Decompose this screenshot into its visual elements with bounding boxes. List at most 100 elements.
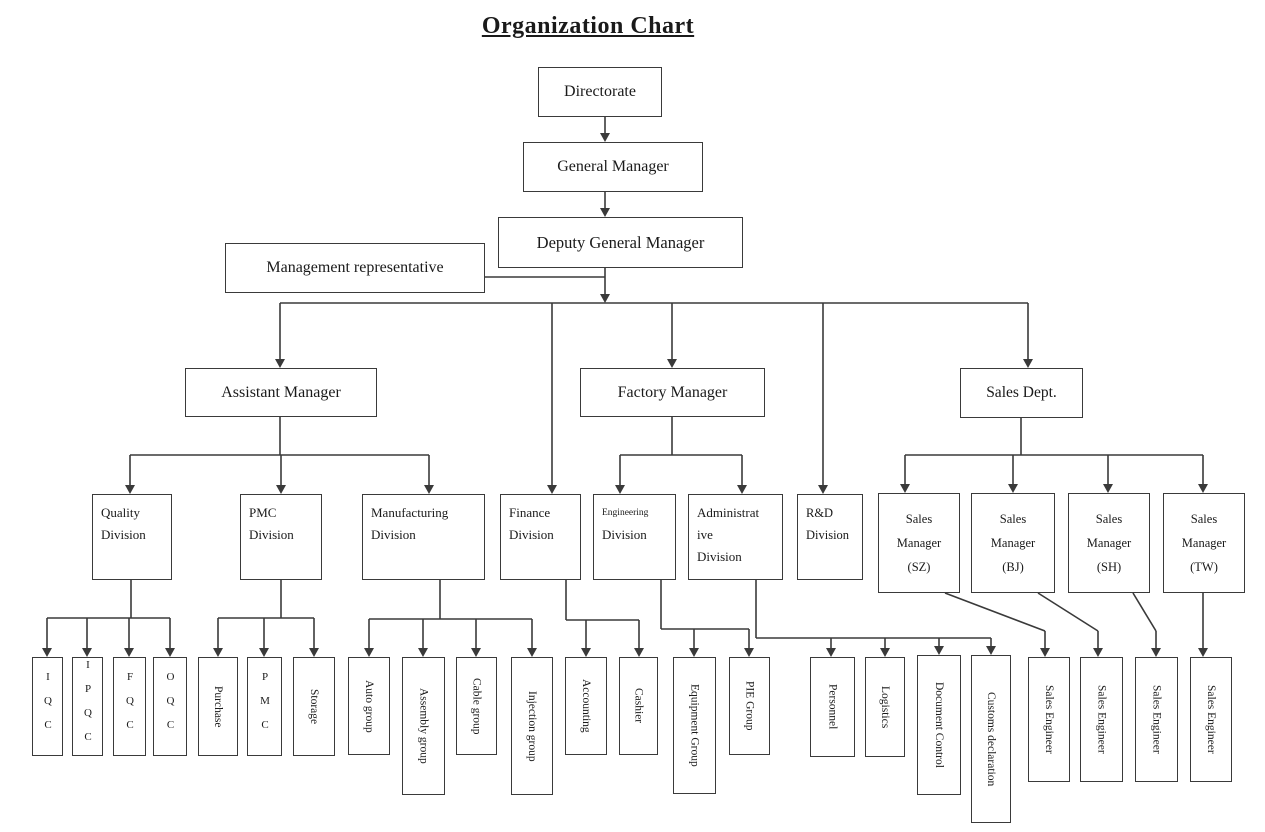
node-label: IPQC (82, 658, 94, 755)
node-cable-group: Cable group (456, 657, 497, 755)
node-sales-engineer-sz: Sales Engineer (1028, 657, 1070, 782)
node-label-line: (TW) (1190, 560, 1218, 574)
node-label-line: Division (697, 549, 742, 564)
arrowhead-icon (880, 648, 890, 657)
arrowhead-icon (527, 648, 537, 657)
node-rd-division: R&D Division (797, 494, 863, 580)
node-label-line: Sales (1095, 512, 1123, 526)
node-assistant-manager: Assistant Manager (185, 368, 377, 417)
node-label: Auto group (363, 679, 375, 733)
node-directorate: Directorate (538, 67, 662, 117)
node-customs-declaration: Customs declaration (971, 655, 1011, 823)
node-label: Equipment Group (688, 684, 701, 767)
node-label-line: Division (806, 528, 850, 542)
node-label-line: Sales (905, 512, 933, 526)
arrowhead-icon (667, 359, 677, 368)
node-ipqc: IPQC (72, 657, 103, 756)
node-label-line: Administrat (697, 505, 760, 520)
arrowhead-icon (276, 485, 286, 494)
arrowhead-icon (1008, 484, 1018, 493)
arrowhead-icon (125, 485, 135, 494)
node-label: IQC (42, 670, 54, 743)
node-label-line: R&D (806, 506, 834, 520)
node-label: PMC (259, 670, 271, 743)
node-label: FQC (124, 670, 136, 743)
arrowhead-icon (309, 648, 319, 657)
node-equipment-group: Equipment Group (673, 657, 716, 794)
node-label: Sales Engineer (1205, 685, 1217, 754)
node-factory-manager: Factory Manager (580, 368, 765, 417)
node-document-control: Document Control (917, 655, 961, 795)
node-label-line: Quality (101, 505, 140, 520)
arrowhead-icon (213, 648, 223, 657)
arrowhead-icon (744, 648, 754, 657)
node-storage: Storage (293, 657, 335, 756)
node-general-manager: General Manager (523, 142, 703, 192)
arrowhead-icon (934, 646, 944, 655)
node-label-line: Engineering (602, 508, 649, 518)
node-label-line: Division (602, 527, 647, 542)
node-oqc: OQC (153, 657, 187, 756)
node-personnel: Personnel (810, 657, 855, 757)
arrowhead-icon (1103, 484, 1113, 493)
arrowhead-icon (165, 648, 175, 657)
arrowhead-icon (600, 208, 610, 217)
arrowhead-icon (418, 648, 428, 657)
node-sales-dept: Sales Dept. (960, 368, 1083, 418)
arrowhead-icon (600, 294, 610, 303)
node-label: Injection group (526, 690, 538, 762)
node-label: PIE Group (743, 681, 756, 731)
node-label-line: Manager (990, 536, 1036, 550)
node-label: Factory Manager (617, 383, 728, 401)
node-management-representative: Management representative (225, 243, 485, 293)
arrowhead-icon (818, 485, 828, 494)
arrowhead-icon (1151, 648, 1161, 657)
node-iqc: IQC (32, 657, 63, 756)
node-label: Cable group (470, 677, 483, 735)
chart-title: Organization Chart (481, 13, 695, 39)
node-label-line: Manufacturing (371, 505, 449, 520)
node-accounting: Accounting (565, 657, 607, 755)
arrowhead-icon (1198, 648, 1208, 657)
node-label-line: Sales (999, 512, 1027, 526)
node-label-line: Division (509, 527, 554, 542)
arrowhead-icon (986, 646, 996, 655)
node-sales-engineer-tw: Sales Engineer (1190, 657, 1232, 782)
node-sales-engineer-sh: Sales Engineer (1135, 657, 1178, 782)
arrowhead-icon (259, 648, 269, 657)
node-label-line: PMC (249, 505, 277, 520)
node-label: Purchase (212, 685, 224, 728)
node-logistics: Logistics (865, 657, 905, 757)
node-label: Accounting (580, 679, 592, 733)
node-auto-group: Auto group (348, 657, 390, 755)
node-label: Management representative (266, 259, 444, 276)
connector (944, 592, 1046, 632)
arrowhead-icon (1040, 648, 1050, 657)
arrowhead-icon (634, 648, 644, 657)
arrowhead-icon (364, 648, 374, 657)
node-label-line: Manager (1086, 536, 1132, 550)
node-label-line: ive (697, 527, 713, 542)
arrowhead-icon (581, 648, 591, 657)
arrowhead-icon (547, 485, 557, 494)
node-label: Cashier (632, 688, 645, 724)
node-label-line: Division (371, 527, 416, 542)
node-label: Storage (308, 688, 320, 725)
node-pmc-group: PMC (247, 657, 282, 756)
arrowhead-icon (737, 485, 747, 494)
node-label: Document Control (933, 682, 945, 768)
node-label: OQC (164, 670, 177, 743)
node-label-line: Manager (1181, 536, 1227, 550)
node-label-line: Finance (509, 505, 551, 520)
node-label-line: (SH) (1096, 560, 1122, 574)
node-sales-engineer-bj: Sales Engineer (1080, 657, 1123, 782)
node-cashier: Cashier (619, 657, 658, 755)
arrowhead-icon (124, 648, 134, 657)
